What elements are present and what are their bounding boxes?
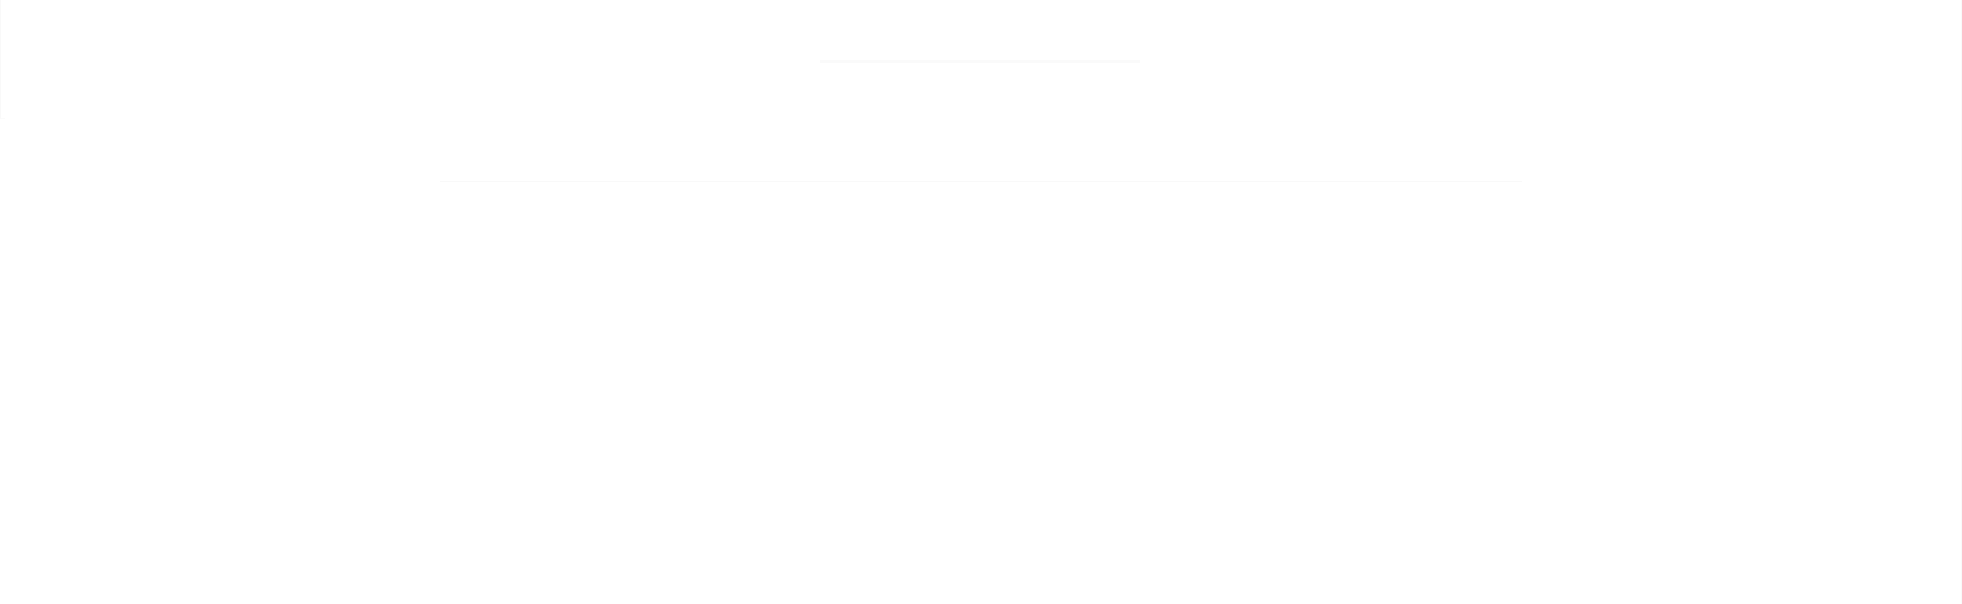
right-panel-edge [1955, 0, 1962, 604]
left-panel-edge [0, 0, 5, 119]
faint-content-divider [440, 181, 1522, 182]
faint-top-divider [820, 60, 1140, 63]
